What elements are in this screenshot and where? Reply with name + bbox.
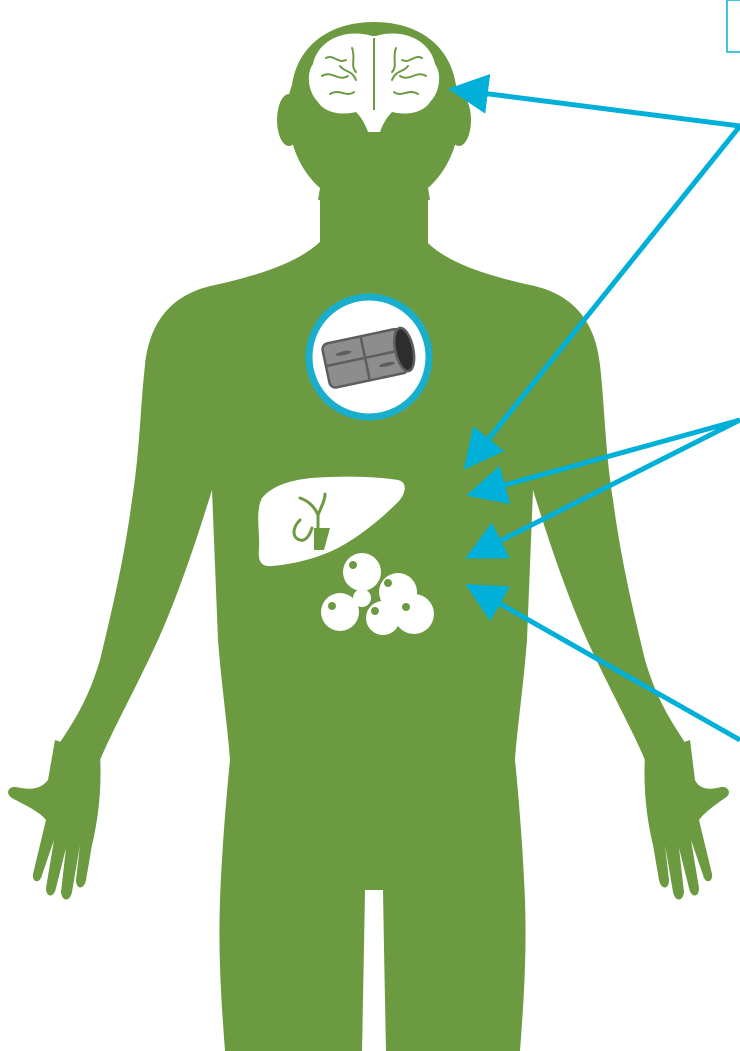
arrow-top-to-brain: [458, 90, 740, 126]
right-hand: [644, 740, 728, 900]
right-ear: [447, 94, 471, 146]
left-hand: [8, 740, 100, 900]
left-ear: [277, 94, 301, 146]
body-silhouette: [8, 22, 729, 1051]
legend-box: [727, 0, 740, 52]
blood-vessel-icon: [309, 297, 429, 417]
